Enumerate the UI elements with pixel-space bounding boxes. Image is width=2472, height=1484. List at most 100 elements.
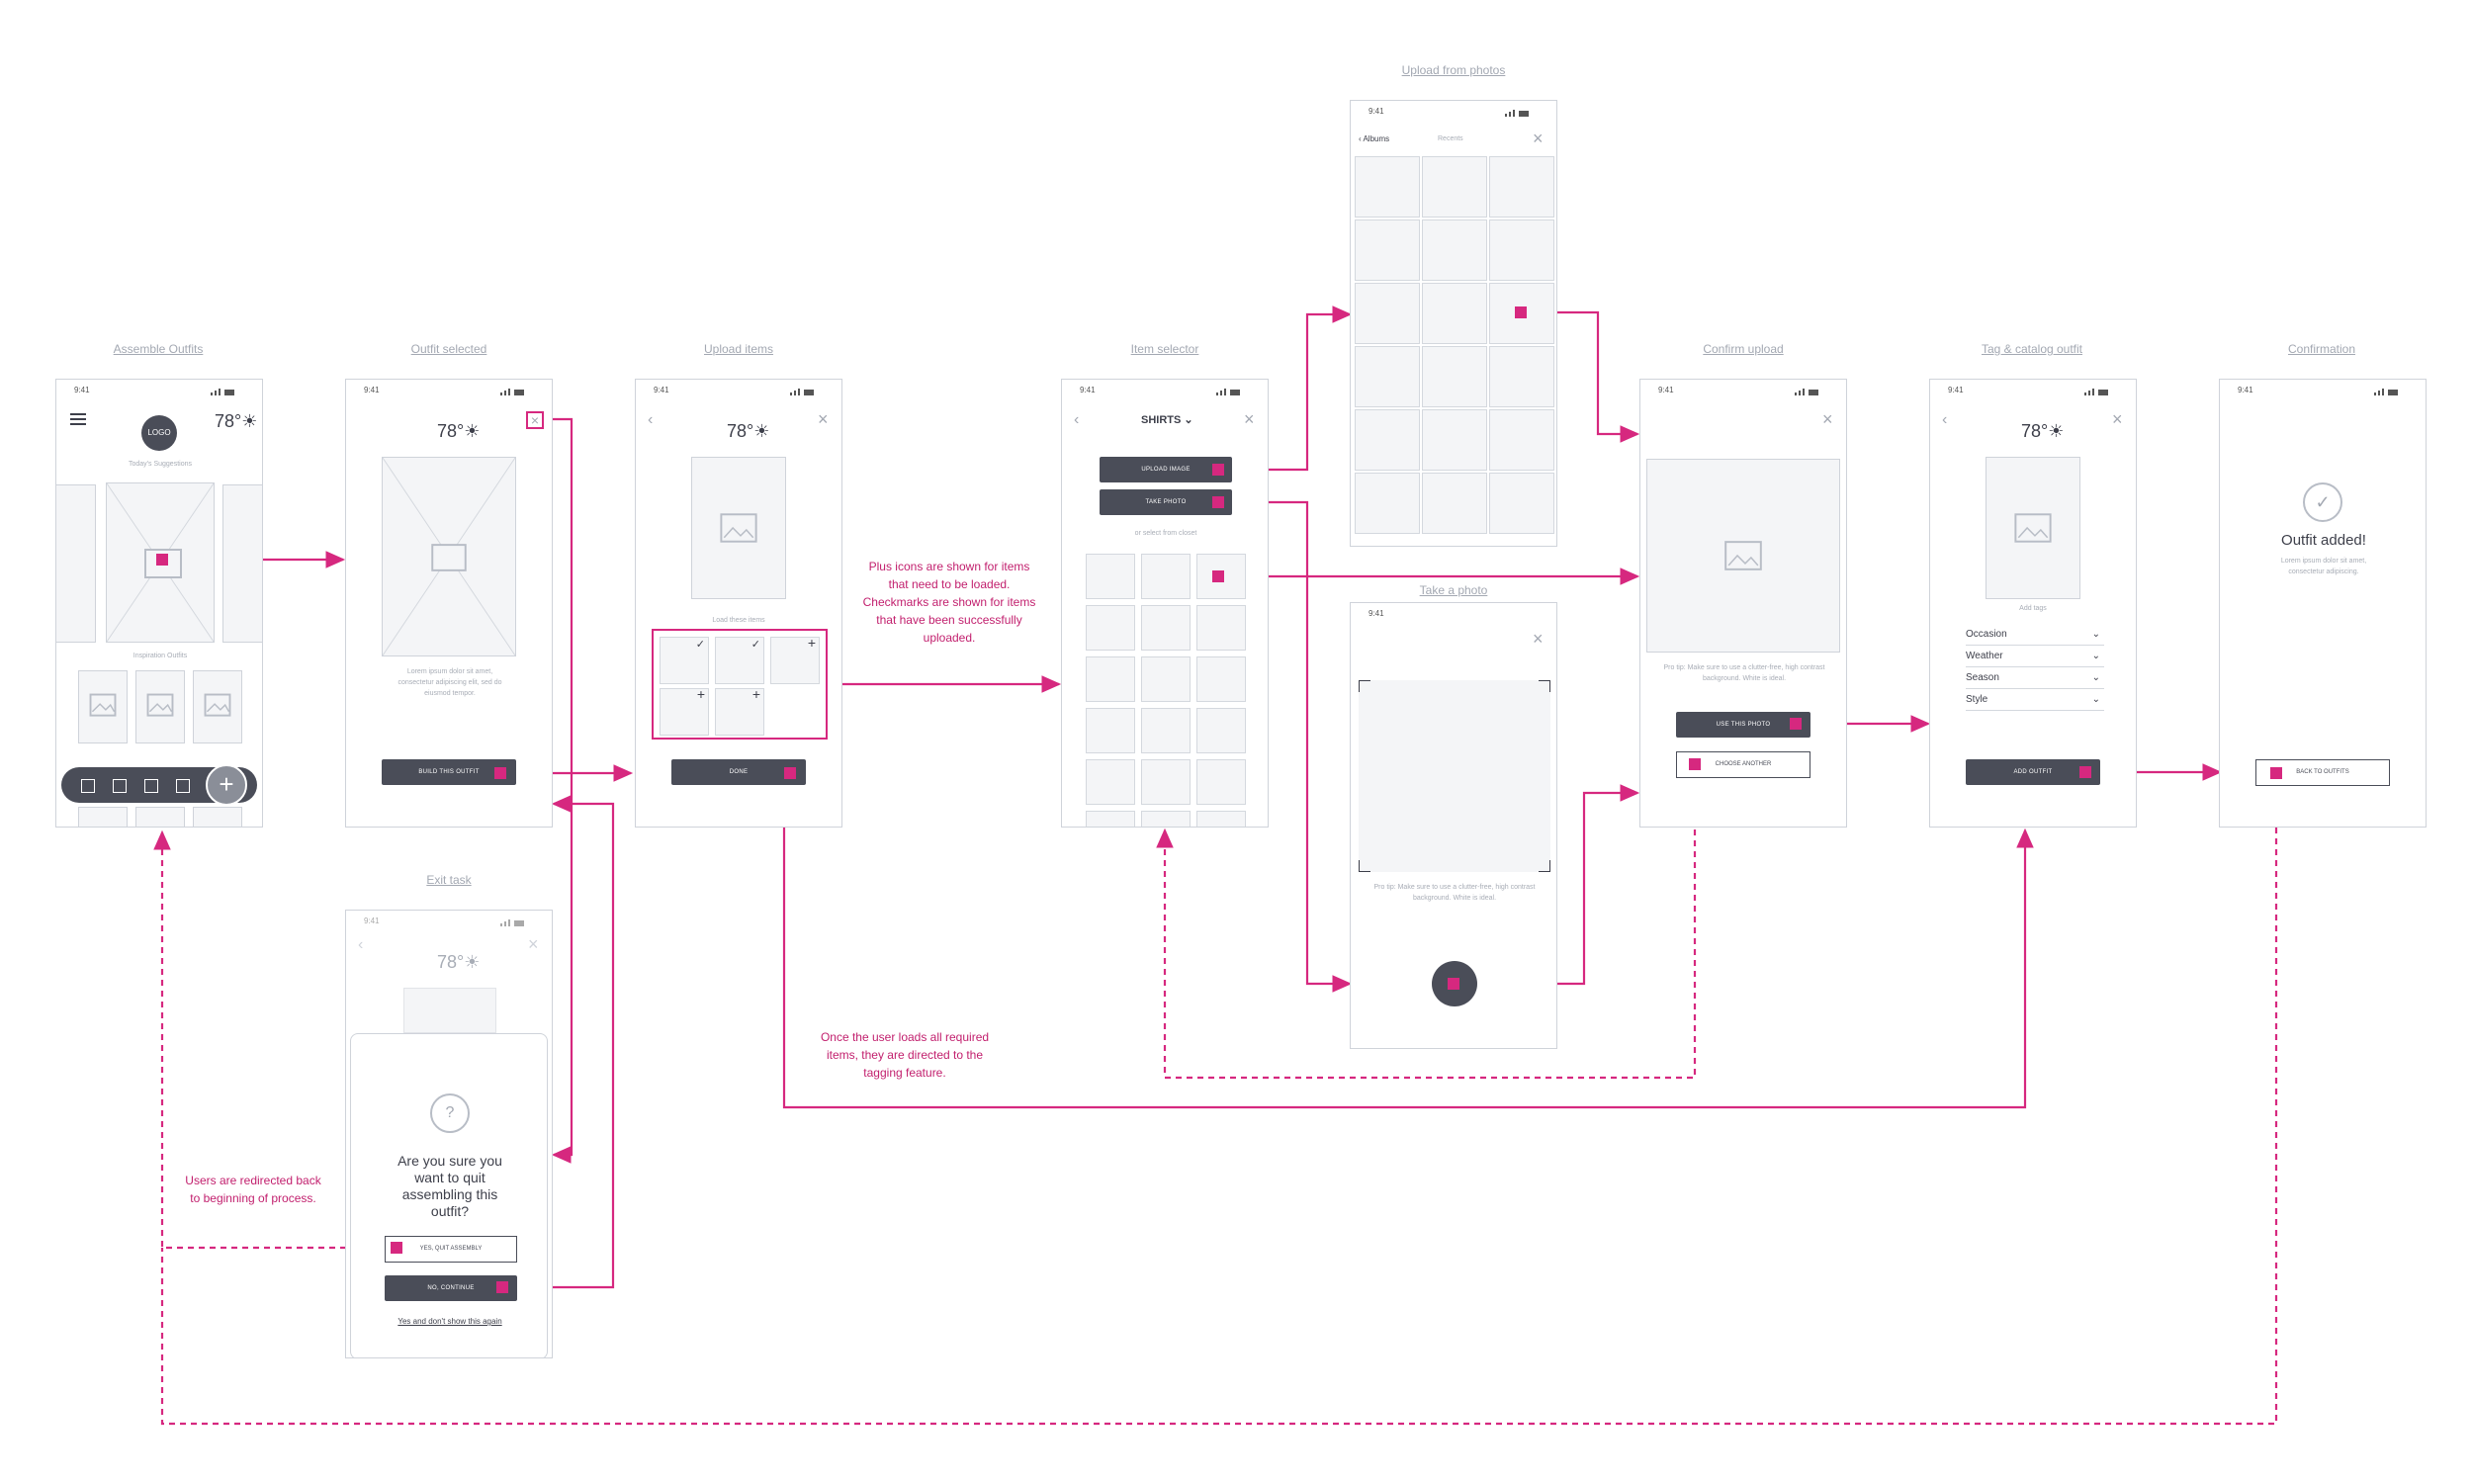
closet-item[interactable] [1196, 708, 1246, 753]
menu-icon[interactable] [70, 413, 86, 425]
inspiration-card[interactable] [78, 670, 128, 743]
photo-item[interactable] [1422, 346, 1487, 407]
closet-item[interactable] [1141, 605, 1191, 651]
close-icon[interactable]: × [1533, 629, 1544, 649]
status-time: 9:41 [1368, 107, 1384, 116]
camera-viewfinder [1359, 680, 1550, 872]
title-confirm: Confirm upload [1703, 342, 1784, 356]
closet-item[interactable] [1141, 554, 1191, 599]
plus-icon: + [696, 686, 705, 702]
occasion-dropdown[interactable]: Occasion⌄ [1966, 625, 2104, 646]
closet-item[interactable] [1196, 656, 1246, 702]
closet-item[interactable] [1196, 811, 1246, 827]
inspiration-card[interactable] [193, 807, 242, 827]
item-tile-add[interactable]: + [660, 686, 709, 736]
dont-show-again-link[interactable]: Yes and don't show this again [397, 1317, 502, 1326]
photo-item[interactable] [1489, 219, 1554, 281]
closet-item[interactable] [1086, 605, 1135, 651]
screen-confirmation: 9:41 ✓ Outfit added! Lorem ipsum dolor s… [2219, 379, 2427, 828]
screen-upload-photos: 9:41 ‹ Albums Recents × [1350, 100, 1557, 547]
annotation-plus-icons: Plus icons are shown for items that need… [862, 560, 1036, 645]
suggestion-left-card[interactable] [56, 484, 96, 643]
exit-question: Are you sure you want to quit assembling… [397, 1153, 502, 1219]
tab-item-3[interactable] [144, 779, 158, 793]
outfit-image [1986, 457, 2080, 599]
hotspot-marker [2270, 767, 2282, 779]
photo-item[interactable] [1422, 473, 1487, 534]
closet-item[interactable] [1141, 656, 1191, 702]
photo-item[interactable] [1355, 346, 1420, 407]
recents-tab[interactable]: Recents [1438, 135, 1463, 142]
photo-item[interactable] [1422, 283, 1487, 344]
chevron-down-icon: ⌄ [2091, 694, 2100, 705]
photo-item[interactable] [1355, 283, 1420, 344]
photo-item[interactable] [1355, 409, 1420, 471]
photo-item[interactable] [1355, 473, 1420, 534]
closet-item[interactable] [1086, 708, 1135, 753]
photo-item[interactable] [1489, 409, 1554, 471]
add-outfit-button[interactable]: + [206, 764, 247, 806]
category-dropdown[interactable]: SHIRTS ⌄ [1141, 414, 1193, 426]
season-dropdown[interactable]: Season⌄ [1966, 668, 2104, 689]
inspiration-card[interactable] [135, 807, 185, 827]
item-tile-add[interactable]: + [770, 635, 820, 684]
photo-item[interactable] [1355, 156, 1420, 218]
tab-item-2[interactable] [113, 779, 127, 793]
photo-item[interactable] [1422, 409, 1487, 471]
quit-assembly-button[interactable]: YES, QUIT ASSEMBLY [385, 1236, 517, 1263]
tab-item-1[interactable] [81, 779, 95, 793]
close-icon[interactable]: × [2112, 409, 2123, 429]
status-time: 9:41 [364, 917, 380, 925]
checkmark-icon: ✓ [695, 639, 705, 651]
closet-item[interactable] [1086, 554, 1135, 599]
photo-item[interactable] [1422, 156, 1487, 218]
done-button[interactable]: DONE [671, 759, 806, 785]
weather-temp: 78°☀ [727, 421, 770, 441]
closet-item[interactable] [1141, 811, 1191, 827]
item-tile-checked[interactable]: ✓ [660, 637, 709, 684]
closet-item[interactable] [1196, 605, 1246, 651]
back-icon[interactable]: ‹ [648, 411, 654, 428]
closet-item[interactable] [1086, 759, 1135, 805]
close-icon[interactable]: × [1533, 129, 1544, 148]
style-dropdown[interactable]: Style⌄ [1966, 690, 2104, 711]
close-icon[interactable]: × [526, 411, 544, 429]
continue-button[interactable]: NO, CONTINUE [385, 1275, 517, 1301]
build-outfit-button[interactable]: BUILD THIS OUTFIT [382, 759, 516, 785]
use-photo-button[interactable]: USE THIS PHOTO [1676, 712, 1810, 738]
close-icon[interactable]: × [1822, 409, 1833, 429]
closet-item[interactable] [1086, 811, 1135, 827]
inspiration-card[interactable] [193, 670, 242, 743]
item-tile-add[interactable]: + [715, 686, 764, 736]
closet-item[interactable] [1141, 759, 1191, 805]
back-icon[interactable]: ‹ [1074, 411, 1080, 428]
close-icon[interactable]: × [818, 409, 829, 429]
closet-item[interactable] [1141, 708, 1191, 753]
annotation-redirected: Users are redirected back to beginning o… [185, 1174, 321, 1205]
photo-item[interactable] [1355, 219, 1420, 281]
item-tile-checked[interactable]: ✓ [715, 637, 764, 684]
confirmation-heading: Outfit added! [2281, 532, 2366, 549]
suggestion-right-card[interactable] [222, 484, 262, 643]
photo-item[interactable] [1489, 156, 1554, 218]
closet-item[interactable] [1086, 656, 1135, 702]
closet-item[interactable] [1196, 759, 1246, 805]
inspiration-card[interactable] [78, 807, 128, 827]
tab-item-4[interactable] [176, 779, 190, 793]
upload-image-button[interactable]: UPLOAD IMAGE [1100, 457, 1232, 482]
logo: LOGO [141, 415, 177, 451]
albums-back-link[interactable]: ‹ Albums [1359, 134, 1390, 143]
photo-item[interactable] [1489, 346, 1554, 407]
photo-item[interactable] [1422, 219, 1487, 281]
photo-item[interactable] [1489, 473, 1554, 534]
title-upload-photos: Upload from photos [1401, 63, 1506, 77]
inspiration-card[interactable] [135, 670, 185, 743]
photo-tip: Pro tip: Make sure to use a clutter-free… [1373, 884, 1536, 902]
close-icon[interactable]: × [1244, 409, 1255, 429]
take-photo-button[interactable]: TAKE PHOTO [1100, 489, 1232, 515]
image-icon [144, 549, 182, 578]
title-selected: Outfit selected [410, 342, 487, 356]
weather-dropdown[interactable]: Weather⌄ [1966, 647, 2104, 667]
back-icon[interactable]: ‹ [1942, 411, 1948, 428]
add-outfit-button[interactable]: ADD OUTFIT [1966, 759, 2100, 785]
